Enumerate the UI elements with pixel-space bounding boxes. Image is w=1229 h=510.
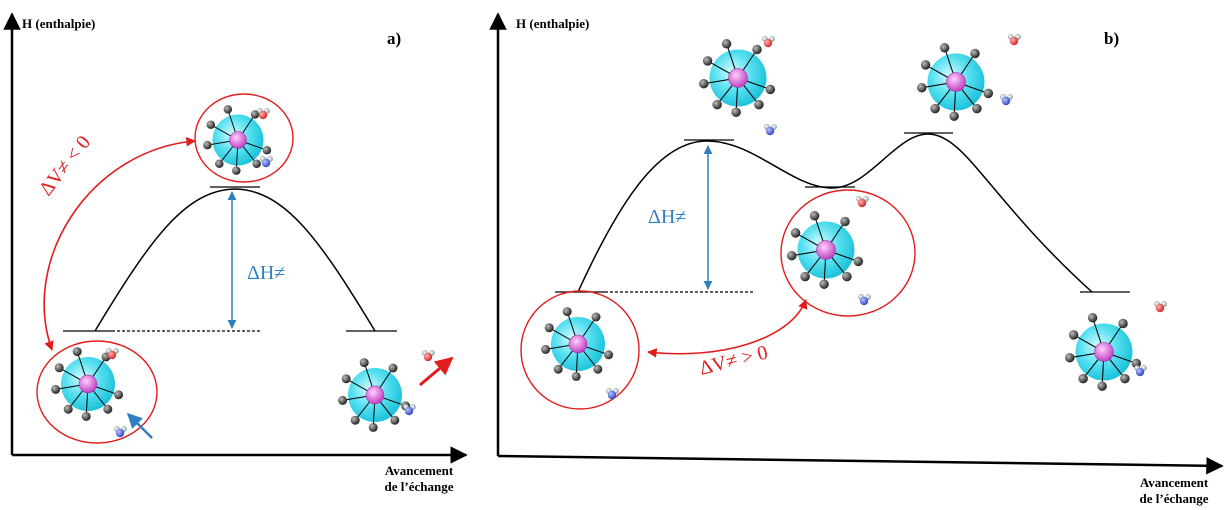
panel-b-x-axis-label-line1: Avancement <box>1139 475 1209 490</box>
panel-a-product-complex <box>337 349 454 433</box>
incoming-water-arrow <box>126 412 153 439</box>
panel-a-energy-curve <box>94 188 376 332</box>
panel-a-letter: a) <box>387 29 402 48</box>
panel-a-delta-v-arrow <box>43 136 196 351</box>
panel-b-intermediate-complex <box>780 189 916 317</box>
panel-b-delta-h-label: ΔH≠ <box>648 206 687 228</box>
panel-b-x-axis-label: Avancement de l’échange <box>1119 475 1229 507</box>
panel-b-x-axis-label-line2: de l’échange <box>1139 491 1209 506</box>
panel-a-y-axis-label: H (enthalpie) <box>22 16 96 31</box>
panel-a-x-axis-label: Avancement de l’échange <box>364 463 474 495</box>
panel-a-x-axis-label-line2: de l’échange <box>384 479 454 494</box>
panel-b-energy-curve <box>577 133 1093 293</box>
panel-b-delta-v-arrow <box>647 299 808 358</box>
panel-a-x-axis-label-line1: Avancement <box>384 463 454 478</box>
panel-b-transition-complex-2 <box>916 33 1022 122</box>
panel-b-reactant-complex <box>520 290 640 410</box>
panel-b-x-axis <box>497 454 1224 475</box>
panel-a-delta-h-label: ΔH≠ <box>247 262 286 284</box>
outgoing-water-arrow <box>419 356 454 387</box>
panel-b-y-axis-label: H (enthalpie) <box>516 16 590 31</box>
panel-a-transition-complex <box>194 93 294 183</box>
panel-b-letter: b) <box>1104 29 1120 48</box>
panel-b-product-complex <box>1064 300 1168 392</box>
panel-a-reactant-complex <box>36 340 158 444</box>
panel-b <box>489 12 1224 475</box>
panel-a <box>3 12 468 464</box>
panel-b-transition-complex-1 <box>698 35 778 136</box>
